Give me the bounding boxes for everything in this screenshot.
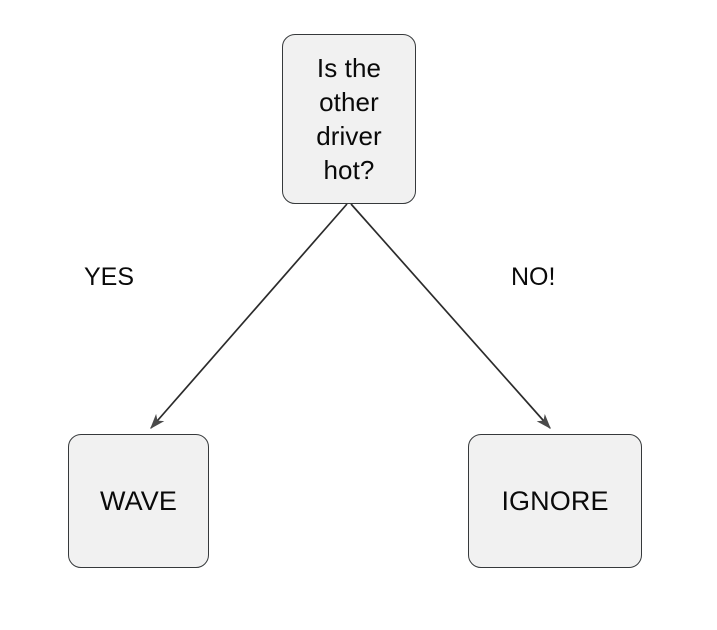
outcome-node-ignore[interactable]: IGNORE [468, 434, 642, 568]
edge-no-line [350, 203, 551, 430]
decision-node[interactable]: Is the other driver hot? [282, 34, 416, 204]
outcome-node-ignore-label: IGNORE [501, 486, 609, 516]
outcome-node-wave-label: WAVE [100, 486, 177, 516]
edge-label-no: NO! [511, 263, 556, 291]
decision-node-label: Is the other driver hot? [316, 53, 382, 185]
edge-yes-line [150, 203, 348, 430]
outcome-node-wave[interactable]: WAVE [68, 434, 209, 568]
edge-label-yes: YES [84, 263, 135, 291]
